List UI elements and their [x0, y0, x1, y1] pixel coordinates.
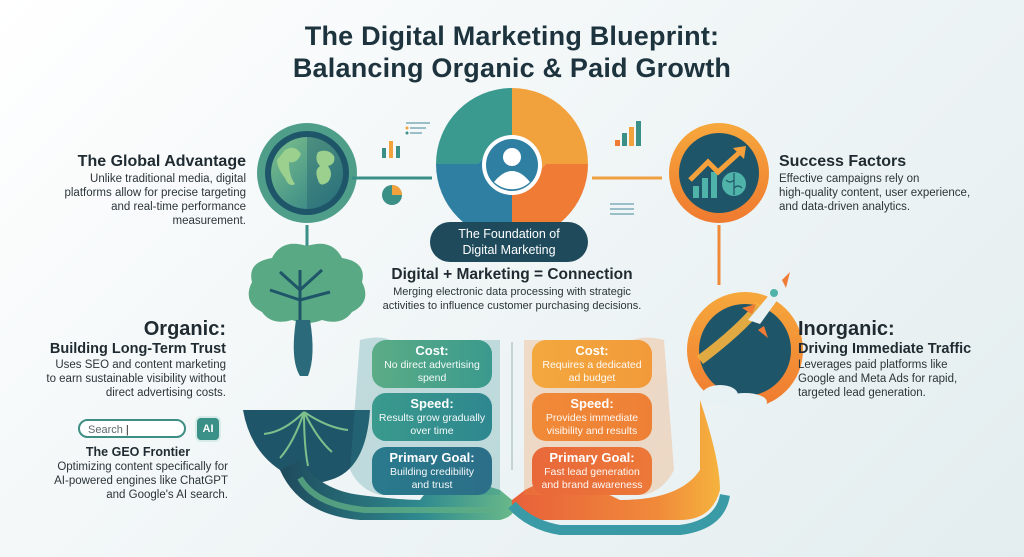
mini-pie-chart-icon — [382, 185, 402, 205]
ai-chip-icon: AI — [197, 418, 219, 440]
global-advantage-text: platforms allow for precise targeting — [64, 187, 246, 199]
success-factors-text: and data-driven analytics. — [779, 201, 911, 213]
connection-text: activities to influence customer purchas… — [382, 300, 642, 312]
user-avatar-icon — [482, 135, 542, 195]
page-title: The Digital Marketing Blueprint: Balanci… — [0, 20, 1024, 84]
organic-card-cost: Cost: No direct advertising spend — [372, 340, 492, 388]
global-advantage-text: and real-time performance measurement. — [111, 201, 246, 227]
foundation-line-2: Digital Marketing — [462, 243, 556, 257]
organic-text: Uses SEO and content marketing — [55, 359, 226, 371]
foundation-pill: The Foundation of Digital Marketing — [430, 222, 588, 262]
card-text: Fast lead generation — [544, 466, 640, 478]
inorganic-text: Google and Meta Ads for rapid, — [798, 373, 958, 385]
inorganic-heading: Inorganic: — [798, 318, 895, 340]
global-advantage-section: The Global Advantage Unlike traditional … — [40, 152, 246, 228]
geo-section: The GEO Frontier Optimizing content spec… — [28, 444, 228, 502]
global-advantage-heading: The Global Advantage — [77, 153, 246, 170]
card-title: Primary Goal: — [549, 450, 635, 465]
organic-text: to earn sustainable visibility without — [46, 373, 226, 385]
card-text: over time — [410, 425, 454, 437]
organic-card-goal: Primary Goal: Building credibility and t… — [372, 447, 492, 495]
mini-bar-chart-icon — [382, 141, 400, 158]
organic-subheading: Building Long-Term Trust — [49, 341, 226, 357]
card-title: Speed: — [570, 396, 614, 411]
card-text: Building credibility — [389, 466, 475, 478]
card-title: Cost: — [415, 343, 449, 358]
inorganic-card-goal: Primary Goal: Fast lead generation and b… — [532, 447, 652, 495]
card-text: Provides immediate — [545, 412, 639, 424]
tree-icon — [243, 243, 370, 484]
organic-section: Organic: Building Long-Term Trust Uses S… — [20, 318, 226, 400]
search-placeholder: Search — [88, 424, 123, 436]
search-input[interactable]: Search | — [78, 419, 186, 438]
inorganic-card-cost: Cost: Requires a dedicated ad budget — [532, 340, 652, 388]
success-factors-text: Effective campaigns rely on — [779, 173, 920, 185]
list-lines-icon — [405, 122, 430, 135]
card-text: visibility and results — [546, 425, 638, 437]
global-advantage-text: Unlike traditional media, digital — [90, 173, 246, 185]
title-line-2: Balancing Organic & Paid Growth — [292, 53, 732, 83]
connection-section: Digital + Marketing = Connection Merging… — [360, 265, 664, 313]
inorganic-text: targeted lead generation. — [798, 387, 926, 399]
success-factors-text: high-quality content, user experience, — [779, 187, 971, 199]
organic-card-speed: Speed: Results grow gradually over time — [372, 393, 492, 441]
success-factors-heading: Success Factors — [779, 153, 907, 170]
ai-badge-label: AI — [202, 423, 214, 435]
card-title: Primary Goal: — [389, 450, 475, 465]
geo-text: and Google's AI search. — [106, 489, 228, 501]
connection-heading: Digital + Marketing = Connection — [391, 266, 633, 283]
inorganic-subheading: Driving Immediate Traffic — [798, 341, 972, 357]
success-factors-section: Success Factors Effective campaigns rely… — [779, 152, 999, 214]
rocket-icon — [687, 272, 803, 411]
mini-growth-bars-icon — [615, 121, 641, 146]
foundation-line-1: The Foundation of — [458, 227, 560, 241]
geo-text: Optimizing content specifically for — [57, 461, 228, 473]
card-title: Cost: — [575, 343, 609, 358]
card-text: Results grow gradually — [378, 412, 486, 424]
card-text: Requires a dedicated — [542, 359, 642, 371]
inorganic-card-speed: Speed: Provides immediate visibility and… — [532, 393, 652, 441]
card-text: and trust — [411, 479, 453, 491]
inorganic-section: Inorganic: Driving Immediate Traffic Lev… — [798, 318, 1018, 400]
geo-heading: The GEO Frontier — [85, 445, 191, 459]
card-title: Speed: — [410, 396, 454, 411]
title-line-1: The Digital Marketing Blueprint: — [304, 21, 720, 51]
card-text: spend — [417, 372, 447, 384]
inorganic-text: Leverages paid platforms like — [798, 359, 948, 371]
growth-chart-brain-icon — [669, 123, 769, 223]
connection-text: Merging electronic data processing with … — [393, 286, 631, 298]
card-text: No direct advertising — [384, 359, 480, 371]
card-text: and brand awareness — [541, 479, 643, 491]
geo-text: AI-powered engines like ChatGPT — [54, 475, 228, 487]
organic-text: direct advertising costs. — [105, 387, 226, 399]
text-lines-icon — [610, 203, 634, 215]
card-text: ad budget — [568, 372, 616, 384]
organic-heading: Organic: — [143, 318, 226, 340]
globe-icon — [257, 123, 357, 223]
